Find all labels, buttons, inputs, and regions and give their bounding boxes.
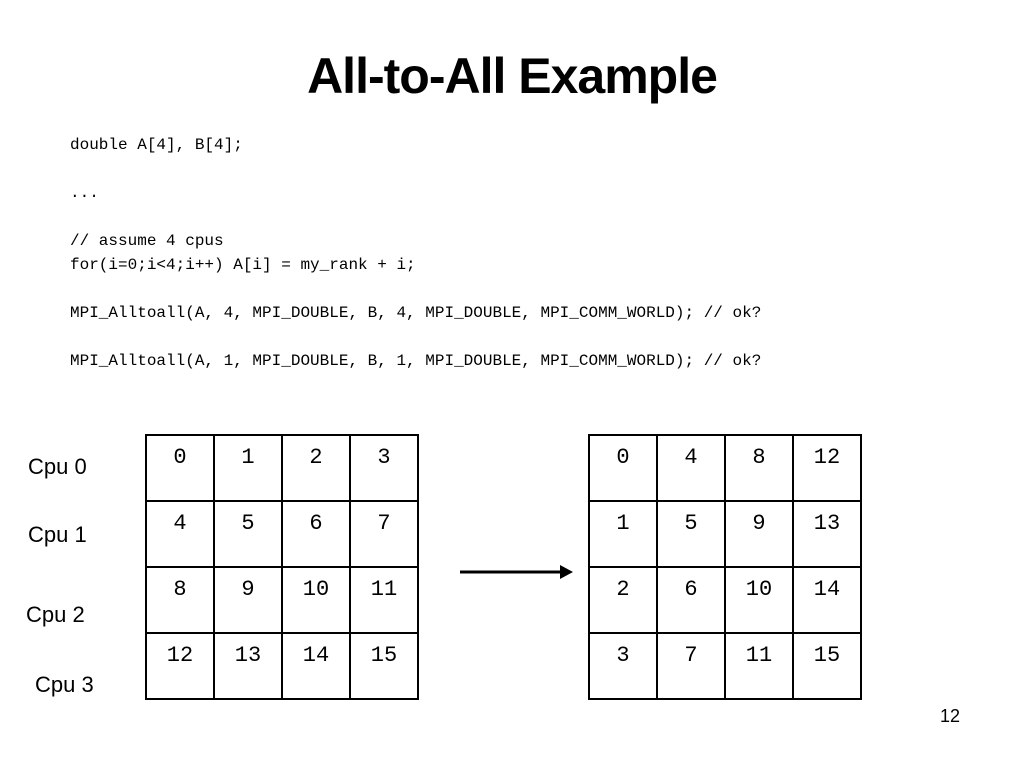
code-line: // assume 4 cpus [70, 232, 224, 250]
before-matrix: 0 1 2 3 4 5 6 7 8 9 10 11 12 13 14 15 [145, 434, 419, 700]
matrix-cell: 0 [588, 434, 658, 502]
matrix-cell: 0 [145, 434, 215, 502]
matrix-cell: 7 [656, 632, 726, 700]
matrix-cell: 7 [349, 500, 419, 568]
matrix-cell: 1 [213, 434, 283, 502]
matrix-cell: 13 [792, 500, 862, 568]
matrix-cell: 12 [792, 434, 862, 502]
matrix-cell: 14 [792, 566, 862, 634]
matrix-cell: 9 [213, 566, 283, 634]
matrix-cell: 2 [281, 434, 351, 502]
code-line: MPI_Alltoall(A, 4, MPI_DOUBLE, B, 4, MPI… [70, 304, 762, 322]
code-line: ... [70, 184, 99, 202]
code-line: MPI_Alltoall(A, 1, MPI_DOUBLE, B, 1, MPI… [70, 352, 762, 370]
matrix-cell: 13 [213, 632, 283, 700]
matrix-cell: 3 [349, 434, 419, 502]
matrix-cell: 15 [349, 632, 419, 700]
matrix-cell: 8 [724, 434, 794, 502]
matrix-cell: 1 [588, 500, 658, 568]
matrix-cell: 6 [281, 500, 351, 568]
matrix-row: 2 6 10 14 [588, 566, 862, 634]
matrix-row: 8 9 10 11 [145, 566, 419, 634]
matrix-cell: 15 [792, 632, 862, 700]
matrix-cell: 4 [145, 500, 215, 568]
page-number: 12 [939, 706, 960, 726]
cpu-label-3: Cpu 3 [35, 672, 94, 697]
matrix-cell: 10 [281, 566, 351, 634]
cpu-label-2: Cpu 2 [26, 602, 85, 627]
matrix-row: 4 5 6 7 [145, 500, 419, 568]
matrix-cell: 6 [656, 566, 726, 634]
matrix-row: 0 1 2 3 [145, 434, 419, 502]
code-line: for(i=0;i<4;i++) A[i] = my_rank + i; [70, 256, 416, 274]
matrix-cell: 3 [588, 632, 658, 700]
matrix-cell: 5 [656, 500, 726, 568]
after-matrix: 0 4 8 12 1 5 9 13 2 6 10 14 3 7 11 15 [588, 434, 862, 700]
matrix-cell: 8 [145, 566, 215, 634]
slide-title: All-to-All Example [307, 48, 718, 104]
matrix-cell: 9 [724, 500, 794, 568]
cpu-label-1: Cpu 1 [28, 522, 87, 547]
matrix-row: 12 13 14 15 [145, 632, 419, 700]
matrix-cell: 2 [588, 566, 658, 634]
matrix-cell: 4 [656, 434, 726, 502]
right-arrow-icon [460, 565, 573, 579]
matrix-cell: 14 [281, 632, 351, 700]
matrix-cell: 10 [724, 566, 794, 634]
matrix-cell: 5 [213, 500, 283, 568]
matrix-cell: 11 [349, 566, 419, 634]
matrix-row: 3 7 11 15 [588, 632, 862, 700]
matrix-row: 0 4 8 12 [588, 434, 862, 502]
code-line: double A[4], B[4]; [70, 136, 243, 154]
matrix-row: 1 5 9 13 [588, 500, 862, 568]
matrix-cell: 12 [145, 632, 215, 700]
matrix-cell: 11 [724, 632, 794, 700]
cpu-label-0: Cpu 0 [28, 454, 87, 479]
